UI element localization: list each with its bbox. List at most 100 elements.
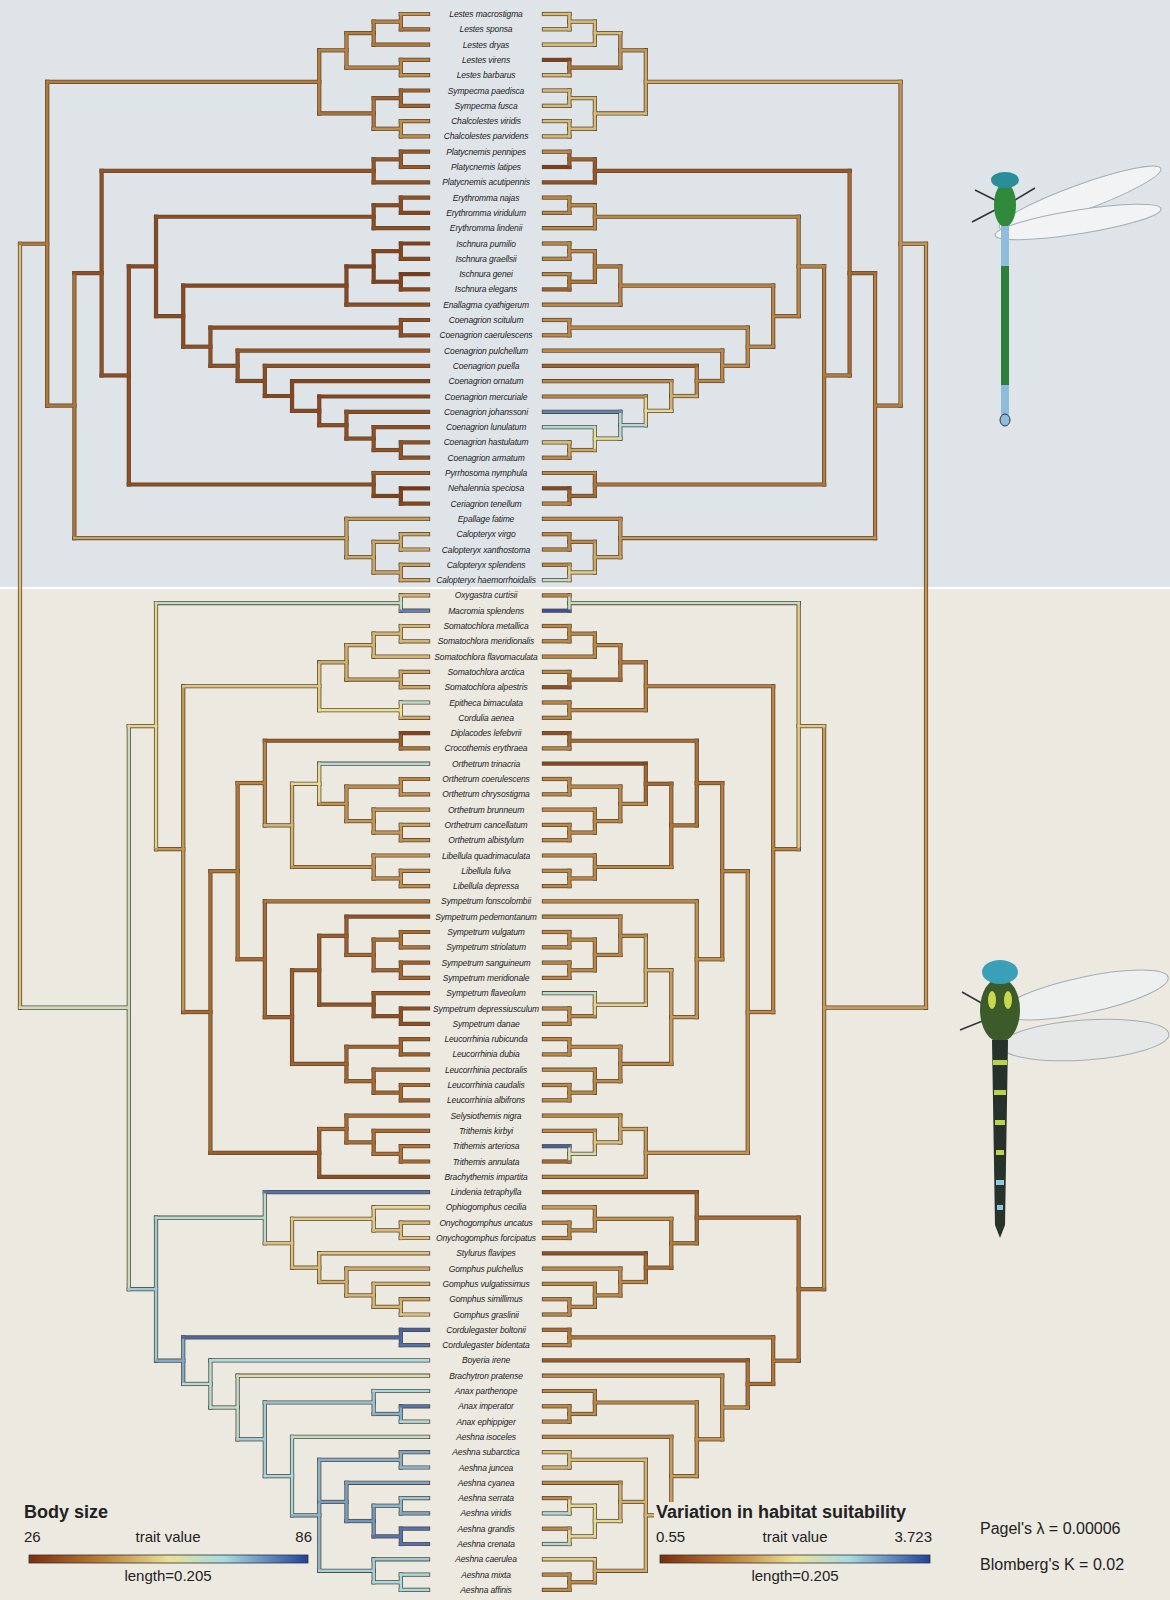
tree-branch bbox=[568, 320, 571, 335]
tree-branch bbox=[568, 60, 571, 75]
tree-branch bbox=[210, 1358, 428, 1362]
tree-branch bbox=[374, 1091, 401, 1094]
tree-branch bbox=[372, 427, 375, 450]
tree-branch bbox=[400, 244, 403, 259]
tree-branch bbox=[236, 351, 239, 381]
tree-branch bbox=[400, 1009, 403, 1024]
tree-branch bbox=[569, 632, 594, 635]
tree-branch bbox=[595, 215, 799, 218]
tree-branch bbox=[401, 625, 428, 628]
tree-branch bbox=[544, 1451, 569, 1454]
tree-branch bbox=[292, 1266, 319, 1269]
tree-branch bbox=[374, 204, 401, 207]
tree-branch bbox=[401, 1098, 428, 1102]
tree-branch bbox=[292, 1217, 374, 1221]
tree-branch bbox=[544, 241, 569, 245]
tree-branch bbox=[374, 495, 401, 498]
tree-branch bbox=[595, 483, 824, 486]
tree-branch bbox=[569, 541, 594, 544]
species-name: Aeshna serrata bbox=[458, 1493, 514, 1503]
tree-branch bbox=[569, 1504, 594, 1507]
tree-branch bbox=[569, 1045, 620, 1048]
tree-branch bbox=[374, 1504, 401, 1508]
tree-branch bbox=[670, 381, 673, 411]
tree-branch bbox=[619, 33, 622, 67]
species-name: Aeshna juncea bbox=[459, 1463, 513, 1473]
tree-branch bbox=[569, 1458, 645, 1462]
tree-branch bbox=[183, 1382, 210, 1386]
species-name: Aeshna grandis bbox=[458, 1524, 515, 1534]
species-name: Selysiothemis nigra bbox=[451, 1111, 522, 1121]
tree-branch bbox=[401, 28, 428, 31]
tree-branch bbox=[346, 1294, 373, 1297]
tree-branch bbox=[318, 936, 321, 1005]
tree-branch bbox=[595, 1569, 646, 1573]
tree-branch bbox=[346, 436, 373, 440]
tree-branch bbox=[401, 671, 428, 674]
tree-branch bbox=[319, 934, 346, 938]
species-name: Trithemis kirbyi bbox=[459, 1126, 513, 1136]
tree-branch bbox=[209, 328, 212, 366]
tree-branch bbox=[374, 992, 428, 995]
tree-branch bbox=[401, 1542, 428, 1546]
tree-branch bbox=[210, 364, 237, 368]
tree-branch bbox=[620, 424, 645, 427]
tree-branch bbox=[594, 634, 597, 657]
tree-branch bbox=[544, 777, 569, 781]
tree-branch bbox=[544, 1312, 569, 1316]
tree-branch bbox=[401, 1236, 428, 1240]
tree-branch bbox=[346, 915, 428, 918]
tree-branch bbox=[319, 49, 346, 52]
tree-branch bbox=[824, 374, 849, 377]
species-name: Nehalennia speciosa bbox=[448, 483, 524, 493]
tree-branch bbox=[620, 1062, 671, 1066]
tree-branch bbox=[401, 1588, 428, 1592]
tree-branch bbox=[595, 954, 620, 957]
tree-branch bbox=[544, 945, 569, 949]
tree-branch bbox=[544, 456, 569, 459]
tree-branch bbox=[544, 1482, 620, 1485]
tree-branch bbox=[374, 1283, 428, 1286]
tree-branch bbox=[374, 280, 401, 283]
tree-branch bbox=[544, 869, 569, 872]
tree-branch bbox=[671, 1242, 696, 1245]
tree-branch bbox=[620, 1280, 645, 1284]
species-name: Lestes virens bbox=[462, 55, 510, 65]
tree-branch bbox=[620, 283, 773, 287]
tree-branch bbox=[544, 946, 569, 949]
tree-branch bbox=[374, 472, 428, 475]
tree-branch bbox=[568, 932, 571, 947]
tree-branch bbox=[183, 283, 346, 287]
species-name: Libellula depressa bbox=[453, 881, 519, 891]
tree-branch bbox=[544, 931, 569, 934]
tree-branch bbox=[292, 968, 319, 972]
tree-branch bbox=[544, 961, 569, 964]
tree-branch bbox=[401, 88, 428, 92]
tree-branch bbox=[401, 333, 428, 337]
tree-branch bbox=[292, 1435, 428, 1439]
tree-branch bbox=[646, 1266, 671, 1269]
tree-branch bbox=[346, 785, 400, 789]
tree-branch bbox=[374, 968, 401, 972]
tree-branch bbox=[401, 1405, 428, 1408]
tree-branch bbox=[568, 733, 571, 748]
species-name: Libellula fulva bbox=[461, 866, 510, 876]
tree-branch bbox=[544, 1144, 569, 1148]
species-name: Ischnura graellsii bbox=[455, 254, 516, 264]
tree-branch bbox=[544, 364, 697, 368]
tree-branch bbox=[620, 661, 645, 664]
tree-branch bbox=[374, 1130, 428, 1133]
tree-branch bbox=[799, 724, 824, 728]
tree-branch bbox=[544, 1527, 569, 1530]
tree-branch bbox=[401, 946, 428, 949]
species-name: Somatochlora arctica bbox=[448, 667, 525, 677]
tree-branch bbox=[401, 1237, 428, 1240]
tree-branch bbox=[401, 166, 428, 169]
tree-branch bbox=[401, 700, 428, 704]
tree-branch bbox=[748, 1010, 773, 1014]
tree-branch bbox=[210, 1359, 428, 1362]
tree-branch bbox=[265, 823, 292, 827]
tree-branch bbox=[265, 1401, 374, 1404]
species-name: Coenagrion lunulatum bbox=[446, 422, 526, 432]
tree-branch bbox=[346, 264, 373, 268]
